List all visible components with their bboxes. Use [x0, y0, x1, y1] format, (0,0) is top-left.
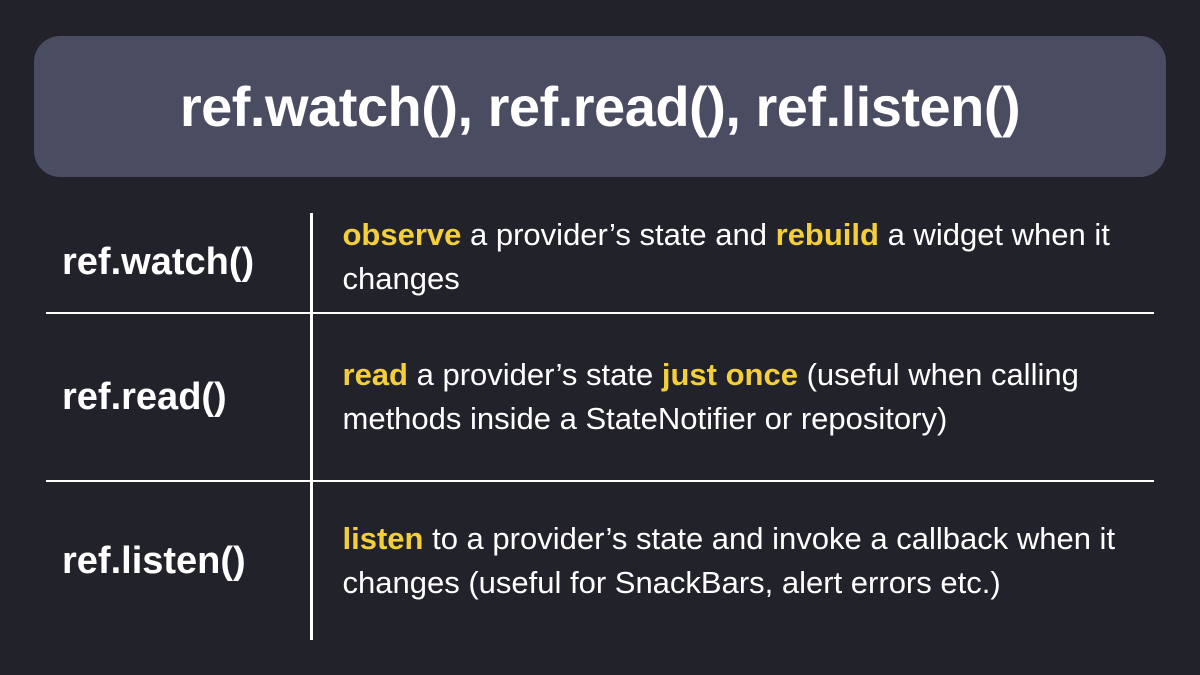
method-name-read: ref.read() — [62, 375, 227, 418]
highlight-keyword: listen — [342, 521, 424, 556]
description-fragment: a provider’s state and — [461, 217, 776, 252]
column-divider — [310, 314, 313, 480]
highlight-keyword: just once — [661, 357, 798, 392]
description-text: listen to a provider’s state and invoke … — [343, 517, 1135, 605]
highlight-keyword: rebuild — [775, 217, 879, 252]
column-divider — [310, 482, 313, 640]
highlight-keyword: read — [342, 357, 408, 392]
table-row-listen: ref.listen() listen to a provider’s stat… — [46, 482, 1154, 640]
methods-table: ref.watch() observe a provider’s state a… — [46, 213, 1154, 640]
method-name-watch: ref.watch() — [62, 241, 255, 283]
description-fragment: a provider’s state — [407, 357, 662, 392]
description-text: observe a provider’s state and rebuild a… — [343, 213, 1135, 301]
method-description-watch: observe a provider’s state and rebuild a… — [313, 213, 1155, 312]
page-title: ref.watch(), ref.read(), ref.listen() — [179, 75, 1021, 138]
title-banner: ref.watch(), ref.read(), ref.listen() — [34, 36, 1166, 177]
table-row-read: ref.read() read a provider’s state just … — [46, 314, 1154, 482]
description-fragment: to a provider’s state and invoke a callb… — [342, 521, 1116, 600]
description-text: read a provider’s state just once (usefu… — [343, 353, 1135, 441]
method-description-read: read a provider’s state just once (usefu… — [313, 314, 1155, 480]
method-name-listen: ref.listen() — [62, 539, 246, 582]
description-fragment: a widget when it changes — [342, 217, 1110, 296]
description-fragment: (useful when calling methods inside a St… — [342, 357, 1079, 436]
highlight-keyword: observe — [342, 217, 462, 252]
method-description-listen: listen to a provider’s state and invoke … — [313, 482, 1155, 640]
column-divider — [310, 213, 313, 312]
table-row-watch: ref.watch() observe a provider’s state a… — [46, 213, 1154, 314]
